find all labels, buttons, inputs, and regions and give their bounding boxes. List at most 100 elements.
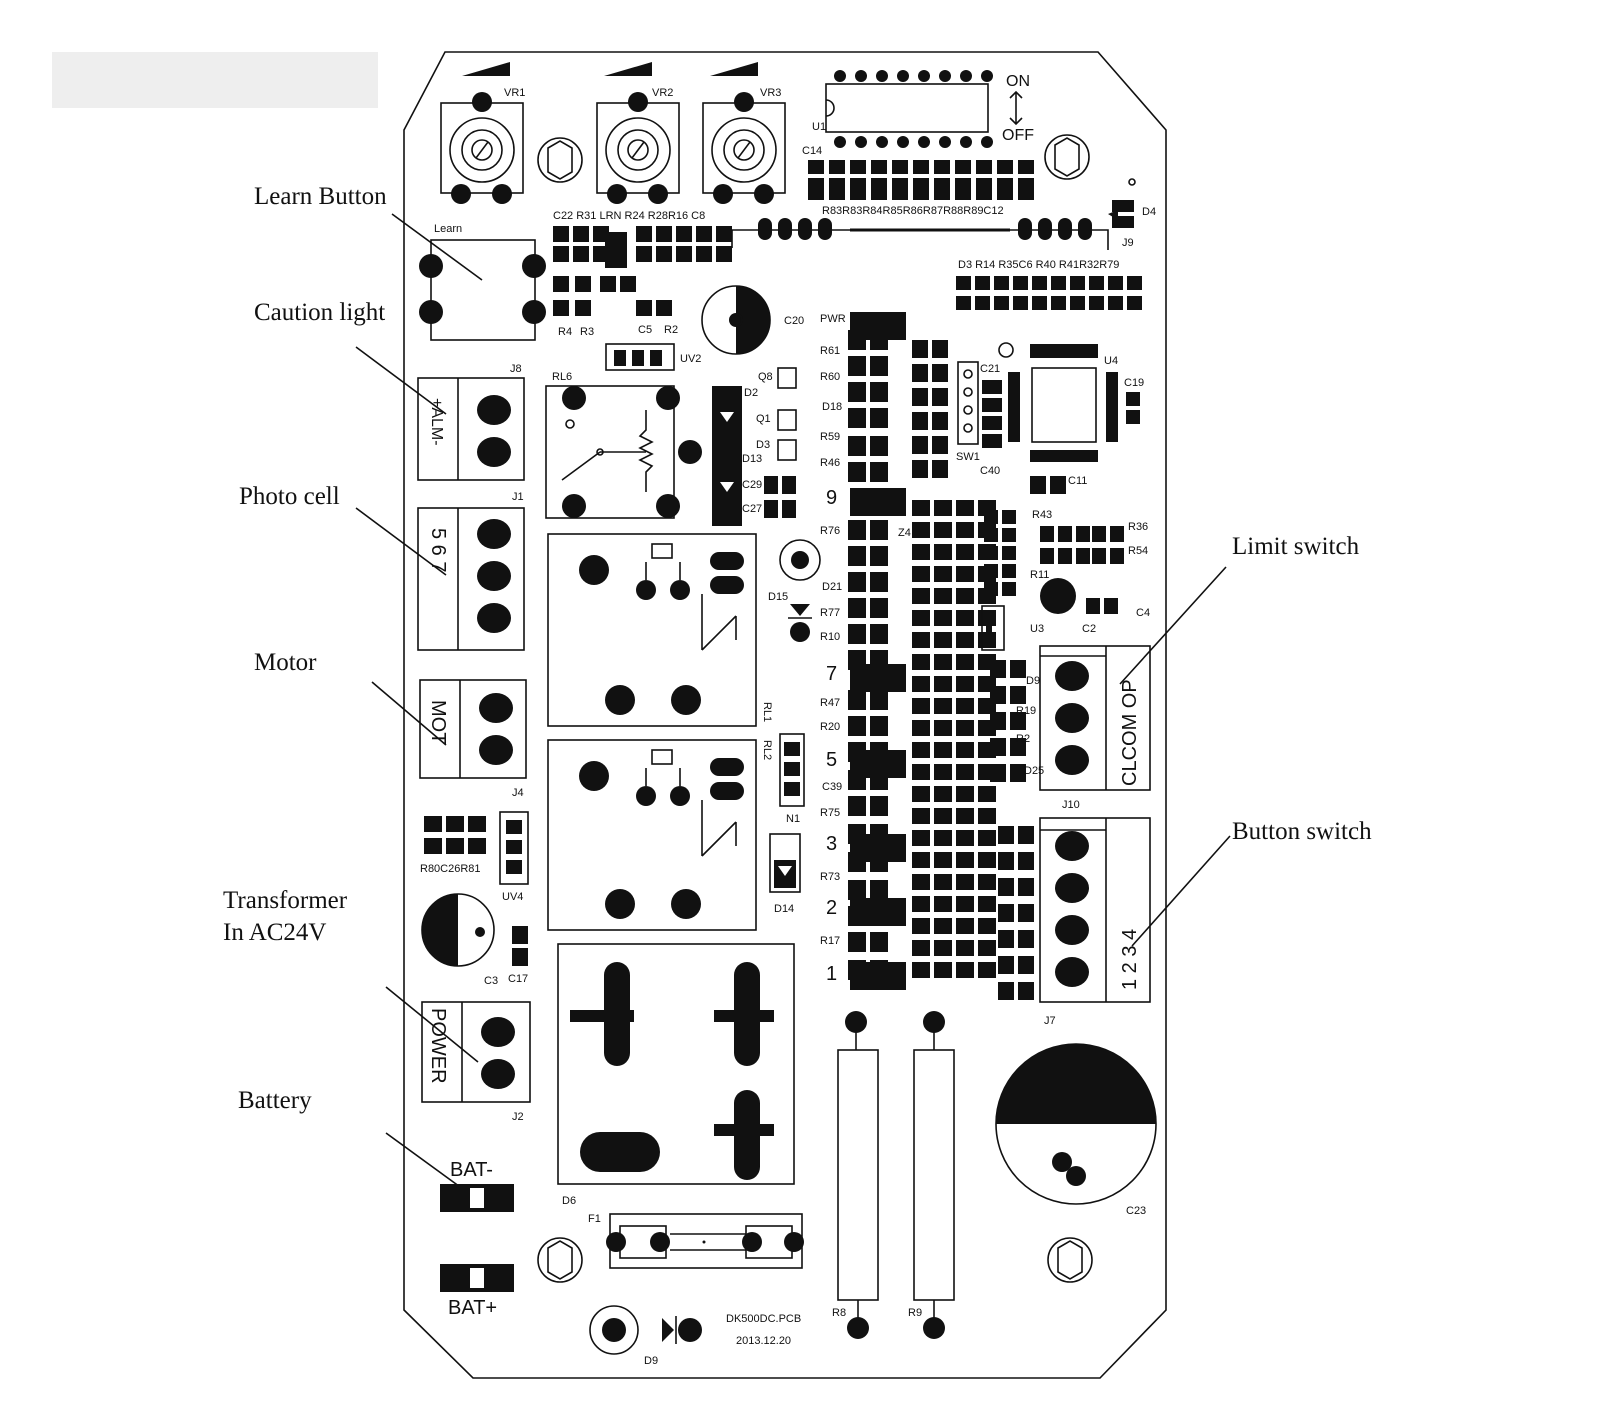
smd-pad [956, 676, 974, 692]
smd-pad [932, 364, 948, 382]
potentiometer-vr2: VR2 [596, 62, 680, 204]
leader-limit-switch [1119, 566, 1227, 685]
r77-label: R77 [820, 607, 840, 619]
smd-pad [912, 676, 930, 692]
led-block [850, 898, 906, 926]
smd-pad [934, 160, 950, 174]
smd-pad [934, 588, 952, 604]
smd-pad [553, 300, 569, 316]
smd-pad [956, 610, 974, 626]
leader-learn-button [391, 213, 483, 281]
smd-pad [934, 192, 950, 200]
smd-pad [994, 296, 1009, 310]
smd-pad [871, 192, 887, 200]
capacitor-c17: C17 [508, 926, 528, 985]
smd-pad [984, 546, 998, 560]
smd-pad [913, 178, 929, 192]
smd-pad [1070, 276, 1085, 290]
r75-label: R75 [820, 807, 840, 819]
callout-caution-light: Caution light [254, 299, 385, 326]
learn-button[interactable]: Learn [419, 223, 546, 341]
connector-uv2: UV2 [605, 343, 701, 371]
button-terms-label: 1 2 3 4 [1119, 929, 1141, 990]
smd-pad [956, 522, 974, 538]
smd-pad [870, 520, 888, 540]
smd-pad [1040, 526, 1054, 542]
smd-pad [1108, 276, 1123, 290]
smd-pad [1002, 546, 1016, 560]
ic-pin [876, 136, 888, 148]
relay-rl1: RL1 [547, 533, 773, 727]
ic-u1: U1 ON OFF C14 [802, 70, 1034, 157]
digit-7: 7 [826, 663, 837, 685]
smd-pad [870, 880, 888, 900]
smd-pad [934, 896, 952, 912]
smd-pad [656, 226, 672, 242]
led-block [850, 664, 906, 692]
callout-battery: Battery [238, 1087, 312, 1114]
smd-pad [848, 598, 866, 618]
j7-label: J7 [1044, 1015, 1056, 1027]
d2-label: D2 [744, 387, 758, 399]
smd-pad [956, 918, 974, 934]
smd-pad [956, 632, 974, 648]
smd-pad [850, 192, 866, 200]
smd-pad [978, 918, 996, 934]
bridge-rectifier-d6: D6 [557, 943, 795, 1207]
callout-limit-switch: Limit switch [1232, 533, 1360, 560]
smd-pad [870, 462, 888, 482]
board-name: DK500DC.PCB [726, 1313, 801, 1325]
smd-pad [955, 160, 971, 174]
smd-pad [912, 852, 930, 868]
rl6-label: RL6 [552, 371, 572, 383]
smd-pad [912, 340, 928, 358]
d15-label: D15 [768, 591, 788, 603]
smd-pad [956, 500, 974, 516]
smd-pad [956, 962, 974, 978]
smd-pad [1032, 296, 1047, 310]
smd-pad [870, 598, 888, 618]
ic-pin [897, 70, 909, 82]
smd-pad [848, 796, 866, 816]
smd-pad [1092, 526, 1106, 542]
caps-c29-c27: C29 C27 [742, 476, 796, 518]
leader-button-switch [1131, 835, 1231, 947]
digit-3: 3 [826, 833, 837, 855]
smd-pad [934, 852, 952, 868]
c2-label: C2 [1082, 623, 1096, 635]
r73-label: R73 [820, 871, 840, 883]
smd-pad [870, 690, 888, 710]
smd-pad [934, 830, 952, 846]
smd-pad [998, 930, 1014, 948]
smd-pad [990, 660, 1006, 678]
battery-terminal-minus: BAT- [440, 1159, 514, 1212]
smd-pad [956, 896, 974, 912]
smd-pad [553, 226, 569, 242]
cap-c2b [1104, 598, 1118, 614]
smd-pad [912, 566, 930, 582]
vr3-label: VR3 [760, 87, 781, 99]
smd-r80-c26-r81: R80C26R81 [420, 816, 486, 875]
smd-pad [956, 698, 974, 714]
smd-pad [912, 544, 930, 560]
battery-terminal-plus: BAT+ [440, 1264, 514, 1319]
smd-pad [850, 160, 866, 174]
smd-pad [1032, 276, 1047, 290]
ic-pin [960, 136, 972, 148]
smd-pad [892, 160, 908, 174]
smd-pad [1051, 296, 1066, 310]
potentiometer-vr3: VR3 [702, 62, 786, 204]
smd-pad [848, 356, 866, 376]
c21-label: C21 [980, 363, 1000, 375]
c39-label: C39 [822, 781, 842, 793]
smd-pad [912, 364, 928, 382]
smd-pad [994, 276, 1009, 290]
smd-pad [870, 796, 888, 816]
smd-pad [848, 462, 866, 482]
smd-pad [912, 764, 930, 780]
smd-pad [1010, 660, 1026, 678]
callout-photo-cell: Photo cell [239, 483, 340, 510]
j8-label: J8 [510, 363, 522, 375]
smd-pad [934, 632, 952, 648]
j4-label: J4 [512, 787, 524, 799]
